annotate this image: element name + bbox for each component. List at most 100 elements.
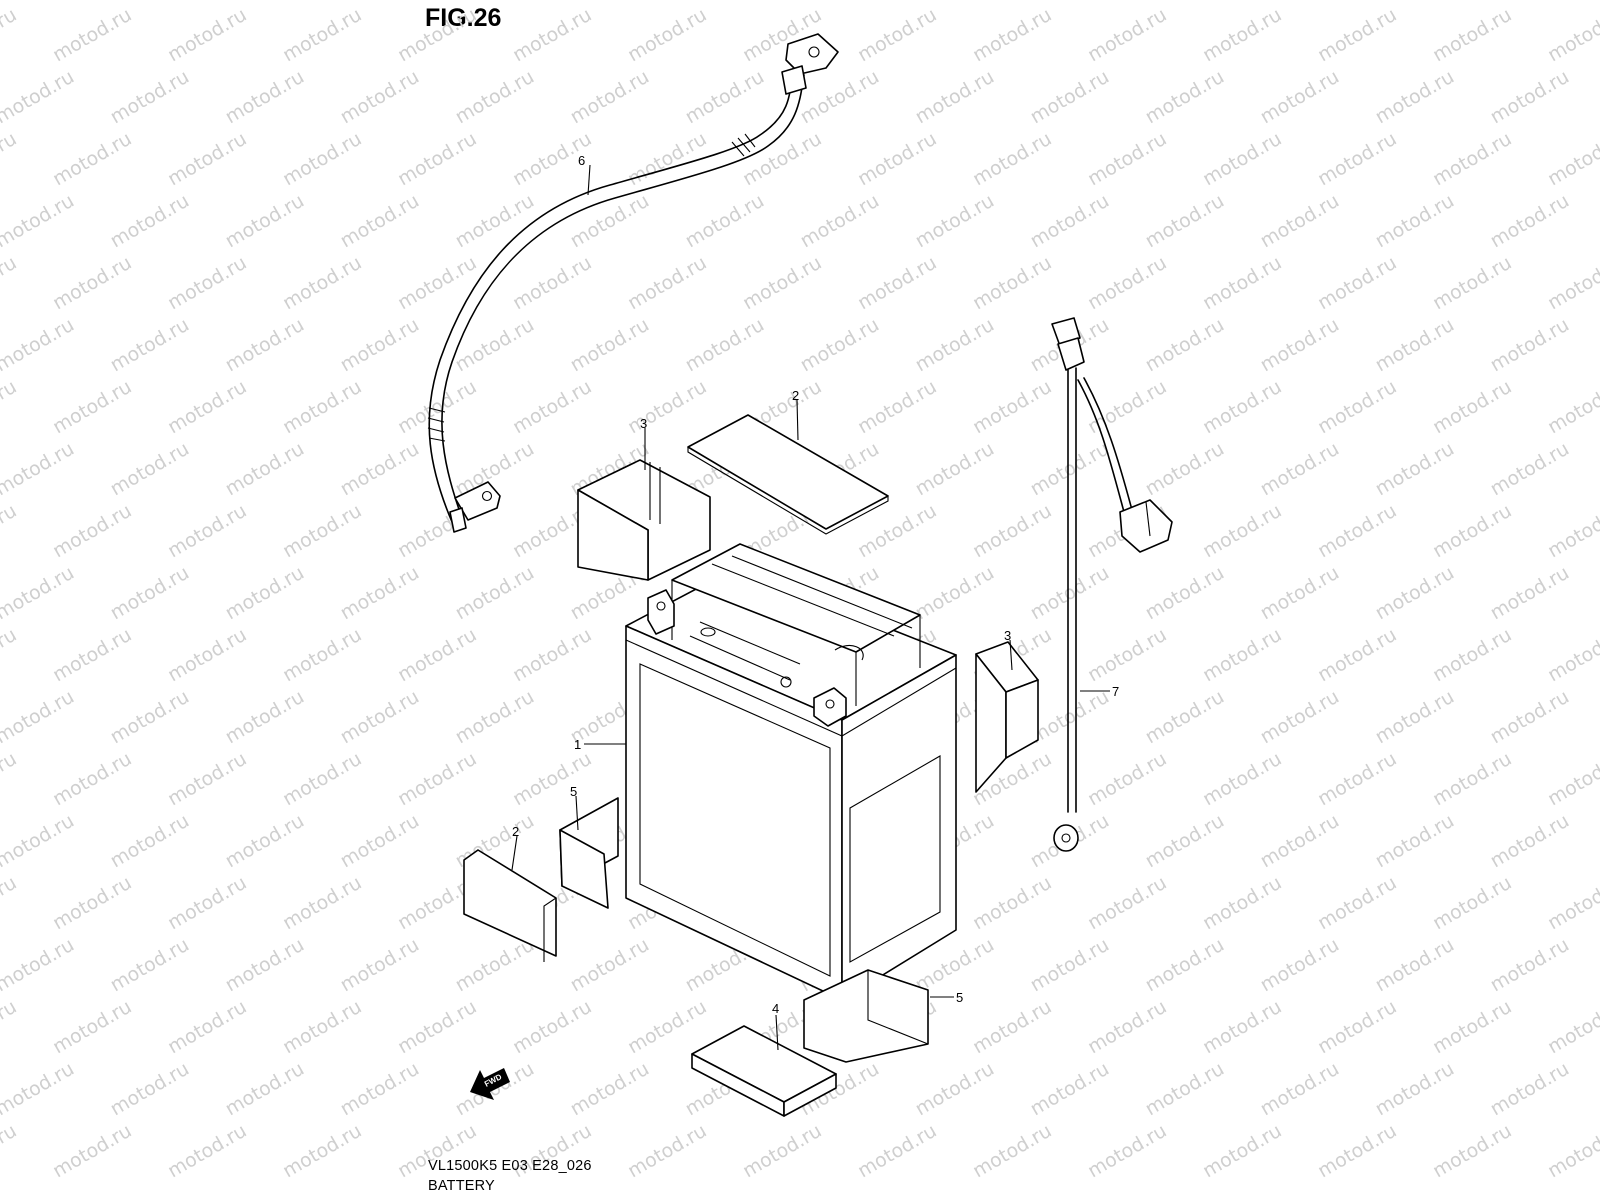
watermark-text: motod.ru [624,128,710,191]
watermark-text: motod.ru [1257,314,1343,377]
watermark-text: motod.ru [0,562,78,625]
watermark-text: motod.ru [49,376,135,439]
watermark-text: motod.ru [394,996,480,1059]
watermark-text: motod.ru [49,252,135,315]
watermark-text: motod.ru [49,748,135,811]
watermark-text: motod.ru [452,66,538,129]
watermark-text: motod.ru [797,314,883,377]
watermark-text: motod.ru [1544,624,1600,687]
watermark-text: motod.ru [1199,748,1285,811]
watermark-text: motod.ru [567,934,653,997]
watermark-text: motod.ru [0,500,20,563]
watermark-text: motod.ru [107,0,193,4]
watermark-text: motod.ru [1544,252,1600,315]
watermark-text: motod.ru [1199,872,1285,935]
watermark-text: motod.ru [337,934,423,997]
watermark-text: motod.ru [1314,252,1400,315]
watermark-text: motod.ru [0,872,20,935]
watermark-text: motod.ru [1544,1120,1600,1183]
watermark-text: motod.ru [1314,748,1400,811]
watermark-text: motod.ru [222,314,308,377]
watermark-text: motod.ru [1487,810,1573,873]
watermark-text: motod.ru [1199,252,1285,315]
figure-title: FIG.26 [425,4,502,32]
watermark-text: motod.ru [1027,66,1113,129]
watermark-text: motod.ru [107,1058,193,1121]
callout-5-left: 5 [570,784,577,799]
watermark-text: motod.ru [1199,128,1285,191]
watermark-text: motod.ru [0,1058,78,1121]
watermark-text: motod.ru [452,562,538,625]
watermark-text: motod.ru [337,1058,423,1121]
part-7-lead [1051,317,1173,852]
watermark-text: motod.ru [279,500,365,563]
watermark-text: motod.ru [1314,128,1400,191]
watermark-text: motod.ru [1027,190,1113,253]
watermark-text: motod.ru [452,934,538,997]
watermark-text: motod.ru [1142,190,1228,253]
watermark-text: motod.ru [452,686,538,749]
watermark-text: motod.ru [1027,438,1113,501]
watermark-text: motod.ru [1199,1120,1285,1183]
watermark-text: motod.ru [337,190,423,253]
watermark-text: motod.ru [1429,624,1515,687]
watermark-text: motod.ru [1372,190,1458,253]
watermark-text: motod.ru [1544,4,1600,67]
watermark-text: motod.ru [1314,624,1400,687]
callout-3-right: 3 [1004,628,1011,643]
watermark-text: motod.ru [1314,1120,1400,1183]
watermark-text: motod.ru [279,376,365,439]
watermark-text: motod.ru [394,252,480,315]
watermark-text: motod.ru [797,66,883,129]
part-5-left-pad [559,797,619,909]
watermark-text: motod.ru [0,810,78,873]
watermark-text: motod.ru [1429,500,1515,563]
watermark-text: motod.ru [509,376,595,439]
watermark-text: motod.ru [1314,996,1400,1059]
watermark-text: motod.ru [107,190,193,253]
watermark-text: motod.ru [1199,4,1285,67]
watermark-text: motod.ru [0,624,20,687]
watermark-text: motod.ru [222,686,308,749]
watermark-text: motod.ru [1544,376,1600,439]
watermark-text: motod.ru [0,314,78,377]
watermark-text: motod.ru [509,4,595,67]
watermark-text: motod.ru [912,438,998,501]
watermark-text: motod.ru [49,4,135,67]
part-1-battery [625,543,957,1001]
watermark-text: motod.ru [279,996,365,1059]
watermark-text: motod.ru [624,4,710,67]
watermark-text: motod.ru [1372,314,1458,377]
callout-2: 2 [512,824,519,839]
watermark-text: motod.ru [0,934,78,997]
watermark-text: motod.ru [567,314,653,377]
watermark-text: motod.ru [1084,4,1170,67]
part-6-cable [427,33,839,533]
watermark-text: motod.ru [279,252,365,315]
watermark-text: motod.ru [279,872,365,935]
watermark-text: motod.ru [969,252,1055,315]
watermark-text: motod.ru [854,500,940,563]
watermark-text: motod.ru [1199,996,1285,1059]
watermark-text: motod.ru [0,748,20,811]
watermark-text: motod.ru [452,0,538,4]
watermark-text: motod.ru [509,624,595,687]
watermark-text: motod.ru [164,500,250,563]
watermark-text: motod.ru [1429,748,1515,811]
watermark-text: motod.ru [969,4,1055,67]
watermark-text: motod.ru [1084,996,1170,1059]
watermark-text: motod.ru [222,438,308,501]
watermark-text: motod.ru [509,252,595,315]
part-5-right-pad [803,969,929,1063]
watermark-text: motod.ru [739,128,825,191]
watermark-text: motod.ru [624,376,710,439]
part-4-bottom-pad [691,1025,837,1117]
watermark-text: motod.ru [1544,128,1600,191]
watermark-text: motod.ru [1487,934,1573,997]
watermark-text: motod.ru [0,190,78,253]
watermark-text: motod.ru [912,1058,998,1121]
watermark-text: motod.ru [337,438,423,501]
watermark-text: motod.ru [337,810,423,873]
watermark-text: motod.ru [107,314,193,377]
watermark-text: motod.ru [1314,500,1400,563]
